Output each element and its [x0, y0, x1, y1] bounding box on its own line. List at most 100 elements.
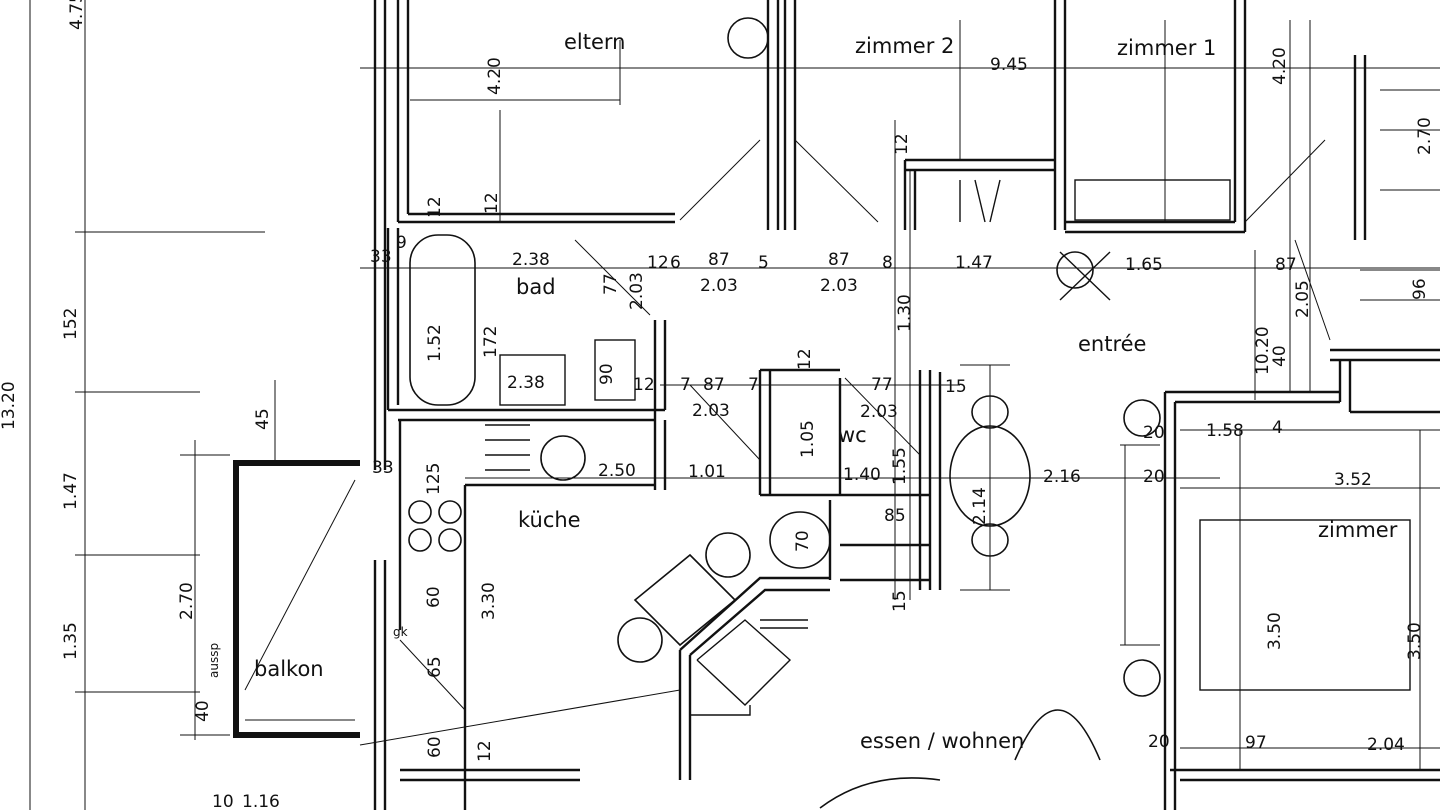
dim-n33b: 33 — [372, 458, 394, 478]
dim-row-165: 1.65 — [1125, 255, 1163, 275]
dim-bad-203: 2.03 — [627, 272, 647, 310]
dim-right-270: 2.70 — [1415, 117, 1435, 155]
dim-row-203a: 2.03 — [700, 276, 738, 296]
dim-kueche-250: 2.50 — [598, 461, 636, 481]
dim-mid-130: 1.30 — [895, 294, 915, 332]
dim-n9: 9 — [396, 233, 407, 253]
dim-wc-70: 70 — [793, 530, 813, 552]
room-label-eltern: eltern — [564, 30, 625, 54]
dim-zimmer-97: 97 — [1245, 733, 1267, 753]
dim-balkon-40: 40 — [193, 700, 213, 722]
dim-n6: 6 — [670, 253, 681, 273]
dim-n5: 5 — [758, 253, 769, 273]
dim-row-203b: 2.03 — [820, 276, 858, 296]
dim-bottom-10: 10 — [212, 792, 234, 810]
dim-row-238: 2.38 — [512, 250, 550, 270]
room-label-balkon: balkon — [254, 657, 324, 681]
dim-n7a: 7 — [680, 375, 691, 395]
balcony-outline — [233, 460, 360, 738]
dim-n15a: 15 — [945, 377, 967, 397]
dim-left-147: 1.47 — [61, 472, 81, 510]
dim-balkon-45: 45 — [253, 408, 273, 430]
dim-entree-1020: 10.20 — [1253, 326, 1273, 375]
dim-n12e: 12 — [795, 348, 815, 370]
dim-n40: 40 — [1270, 345, 1290, 367]
dim-mid-203: 2.03 — [692, 401, 730, 421]
dim-zimmer-158: 1.58 — [1206, 421, 1244, 441]
room-label-bad: bad — [516, 275, 556, 299]
dim-bad-152: 1.52 — [425, 324, 445, 362]
dim-n12d: 12 — [647, 253, 669, 273]
dim-kueche-60b: 60 — [425, 736, 445, 758]
room-label-zimmer: zimmer — [1318, 518, 1398, 542]
room-label-kueche: küche — [518, 508, 581, 532]
dim-kueche-101: 1.01 — [688, 462, 726, 482]
dim-kueche-125: 125 — [424, 463, 444, 495]
walls — [373, 0, 1440, 810]
dim-row-87c: 87 — [1275, 255, 1297, 275]
dim-mid-87: 87 — [703, 375, 725, 395]
dim-n8: 8 — [882, 253, 893, 273]
dim-right-420: 4.20 — [1270, 47, 1290, 85]
left-dimension-lines — [29, 0, 276, 810]
dim-balkon-270: 2.70 — [177, 582, 197, 620]
room-label-wc: wc — [838, 423, 867, 447]
dim-n7b: 7 — [748, 375, 759, 395]
room-label-zimmer-2: zimmer 2 — [855, 34, 954, 58]
fixtures — [408, 17, 1411, 809]
dim-n4: 4 — [1272, 418, 1283, 438]
annotation-gk: gk — [393, 625, 408, 639]
dim-n12c: 12 — [892, 133, 912, 155]
dim-kueche-60: 60 — [424, 586, 444, 608]
dim-n12a: 12 — [425, 196, 445, 218]
dim-eltern-420: 4.20 — [485, 57, 505, 95]
dim-zimmer2-945: 9.45 — [990, 55, 1028, 75]
dim-row-87a: 87 — [708, 250, 730, 270]
dim-wc-140: 1.40 — [843, 465, 881, 485]
dim-n12g: 12 — [475, 740, 495, 762]
dim-wc-105: 1.05 — [798, 420, 818, 458]
dim-row-205: 2.05 — [1293, 280, 1313, 318]
dim-top-475: 4.75 — [67, 0, 87, 30]
dim-n12f: 12 — [633, 375, 655, 395]
dim-right-96: 96 — [1410, 278, 1430, 300]
dim-bad-90: 90 — [597, 363, 617, 385]
room-label-entree: entrée — [1078, 332, 1146, 356]
dim-bottom-116: 1.16 — [242, 792, 280, 810]
dim-left-152: 152 — [61, 308, 81, 340]
dim-kueche-65: 65 — [425, 656, 445, 678]
dim-bad-77: 77 — [601, 273, 621, 295]
dim-left-135: 1.35 — [61, 622, 81, 660]
dim-bad-238b: 2.38 — [507, 373, 545, 393]
room-labels: eltern zimmer 2 zimmer 1 bad entrée wc k… — [254, 30, 1398, 753]
dim-n33a: 33 — [370, 247, 392, 267]
room-label-zimmer-1: zimmer 1 — [1117, 36, 1216, 60]
dim-n20a: 20 — [1143, 423, 1165, 443]
dim-n15b: 15 — [890, 590, 910, 612]
dim-mid-203b: 2.03 — [860, 402, 898, 422]
dimension-lines — [360, 20, 1440, 770]
dim-n20b: 20 — [1143, 467, 1165, 487]
room-label-essen-wohnen: essen / wohnen — [860, 729, 1024, 753]
dim-n12b: 12 — [482, 192, 502, 214]
dim-zimmer-350b: 3.50 — [1405, 622, 1425, 660]
dim-entree-216: 2.16 — [1043, 467, 1081, 487]
dim-overall-1320: 13.20 — [0, 381, 19, 430]
dim-entree-214: 2.14 — [970, 487, 990, 525]
dim-wc-85: 85 — [884, 506, 906, 526]
dim-zimmer-352: 3.52 — [1334, 470, 1372, 490]
annotation-aussp: aussp — [207, 643, 221, 678]
doors — [244, 139, 1331, 746]
dim-kueche-330: 3.30 — [479, 582, 499, 620]
dim-wc-155: 1.55 — [890, 447, 910, 485]
dim-zimmer-204: 2.04 — [1367, 735, 1405, 755]
dim-bad-172: 172 — [481, 326, 501, 358]
annotations: aussp gk — [207, 625, 408, 678]
dim-row-147: 1.47 — [955, 253, 993, 273]
dim-zimmer-350a: 3.50 — [1265, 612, 1285, 650]
dim-n20c: 20 — [1148, 732, 1170, 752]
dim-mid-77: 77 — [871, 375, 893, 395]
dim-row-87b: 87 — [828, 250, 850, 270]
